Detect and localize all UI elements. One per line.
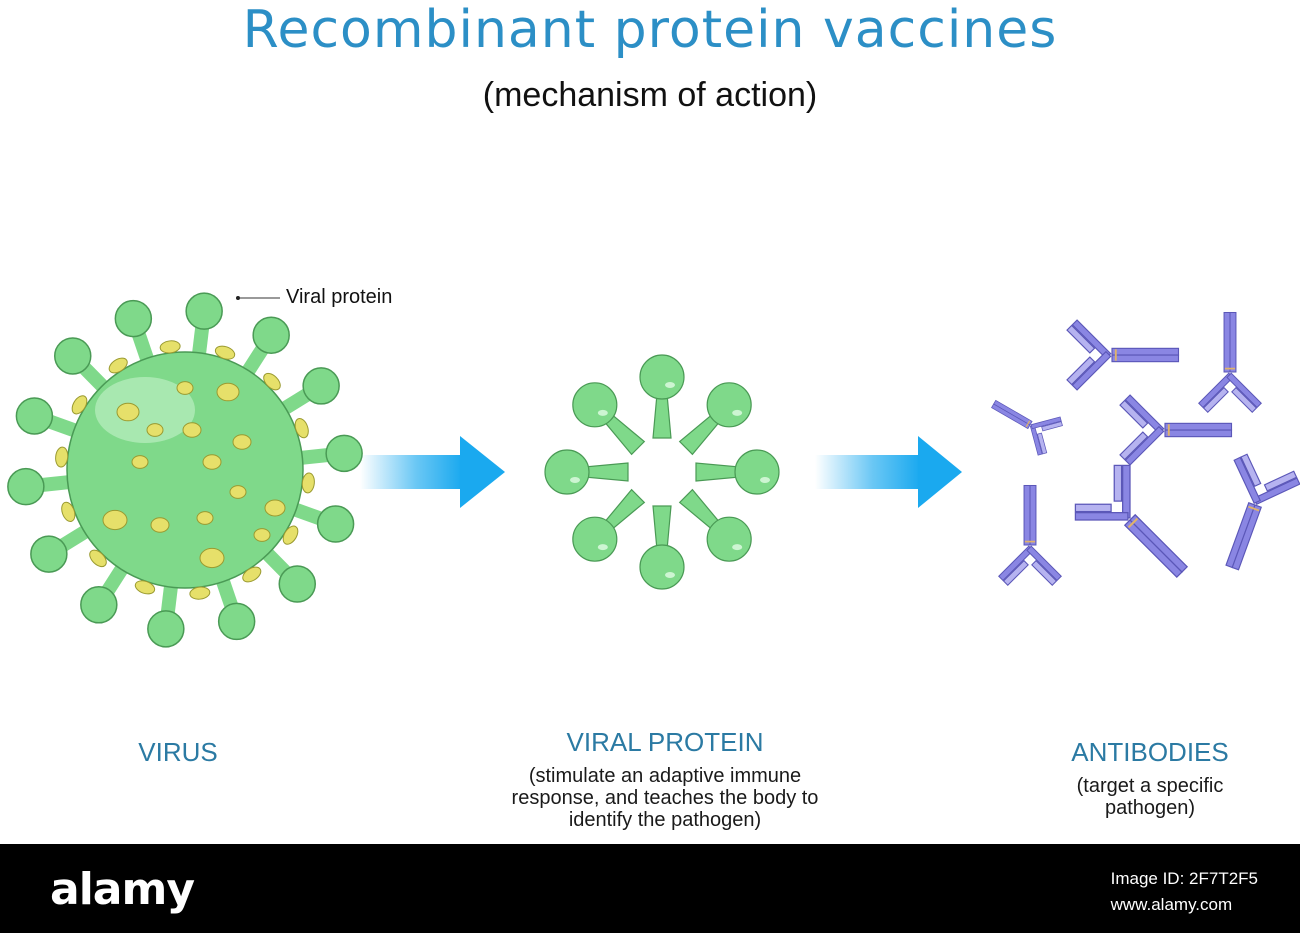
viral-protein-callout: Viral protein: [286, 286, 393, 308]
stage-label-virus: VIRUS: [138, 737, 218, 767]
stage-description-antibodies: (target a specific pathogen): [1076, 775, 1224, 819]
stage-label-antibodies: ANTIBODIES: [1071, 737, 1229, 767]
virus-icon: [7, 292, 363, 648]
page-title: Recombinant protein vaccines: [242, 0, 1058, 60]
image-id: Image ID: 2F7T2F5: [1110, 869, 1258, 888]
stage-label-viral-protein: VIRAL PROTEIN: [566, 727, 764, 757]
arrow-right-icon: [815, 436, 962, 508]
page-subtitle: (mechanism of action): [482, 76, 818, 114]
viral-protein-icon: [544, 354, 780, 590]
stock-url: www.alamy.com: [1110, 895, 1233, 914]
footer-bar: alamy Image ID: 2F7T2F5 www.alamy.com: [0, 844, 1300, 933]
antibody-icon: [991, 311, 1300, 586]
arrow-right-icon: [360, 436, 505, 508]
brand-logo: alamy: [50, 864, 195, 915]
mechanism-diagram: [7, 292, 1300, 648]
image-id-info: Image ID: 2F7T2F5 www.alamy.com: [1111, 866, 1258, 918]
stage-description-viral-protein: (stimulate an adaptive immune response, …: [511, 765, 819, 831]
